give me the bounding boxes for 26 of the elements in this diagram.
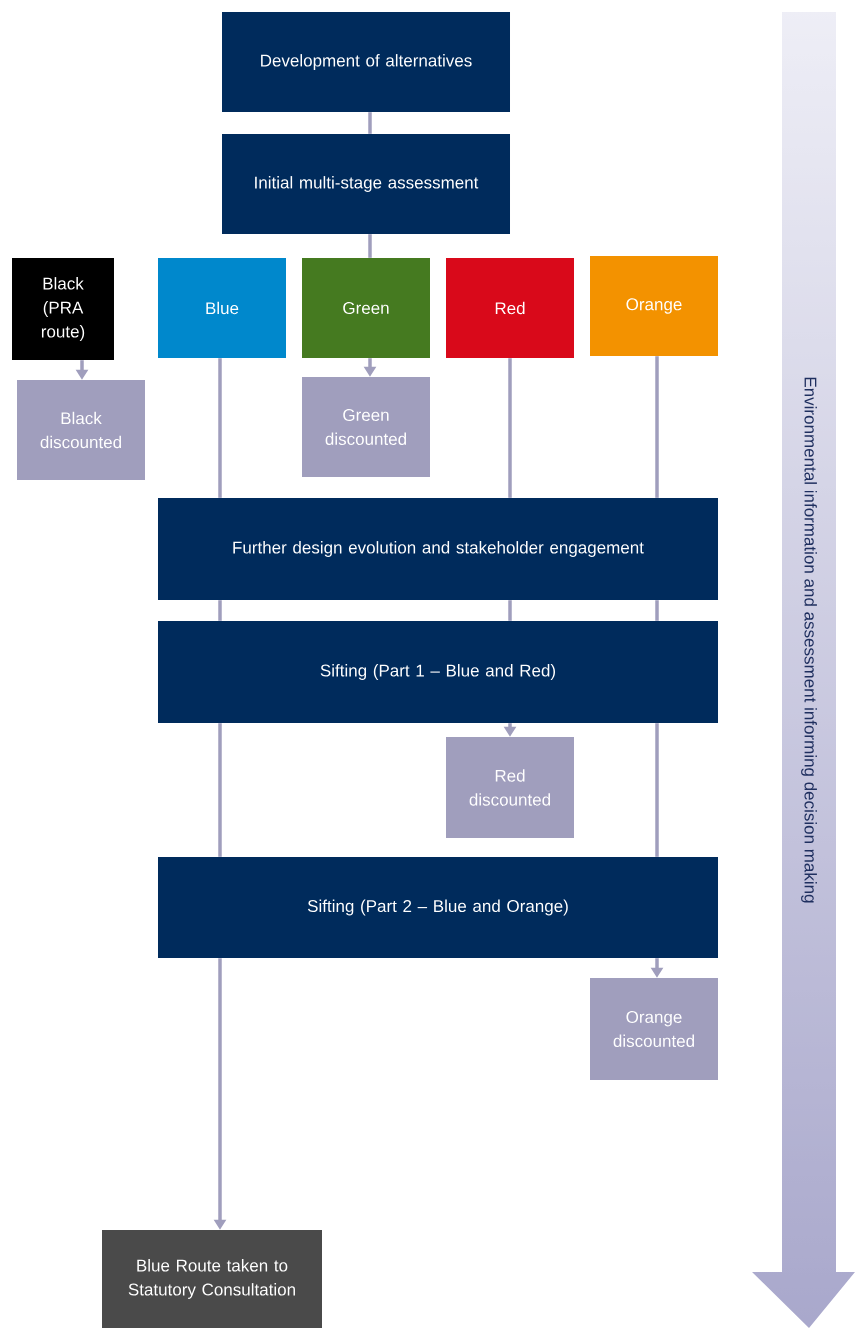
process-box: Sifting (Part 2 – Blue and Orange) xyxy=(158,857,718,958)
process-box: Development of alternatives xyxy=(222,12,510,112)
connector-line xyxy=(218,723,222,857)
connector-line xyxy=(368,234,372,258)
route-box: Green xyxy=(302,258,430,358)
route-box: Orange xyxy=(590,256,718,356)
route-box: Red xyxy=(446,258,574,358)
result-box: Blue Route taken to Statutory Consultation xyxy=(102,1230,322,1328)
connector-line xyxy=(508,600,512,621)
connector-line xyxy=(368,112,372,134)
connector-line xyxy=(655,723,659,857)
process-box: Initial multi-stage assessment xyxy=(222,134,510,234)
process-arrow: Environmental information and assessment informing decision making xyxy=(801,377,817,903)
process-box: Further design evolution and stakeholder engagement xyxy=(158,498,718,600)
process-box: Sifting (Part 1 – Blue and Red) xyxy=(158,621,718,723)
route-box: Black (PRA route) xyxy=(12,258,114,360)
connector-line xyxy=(655,600,659,621)
connector-line xyxy=(508,358,512,498)
discounted-box: Black discounted xyxy=(17,380,145,480)
connector-line xyxy=(218,600,222,621)
connector-line xyxy=(218,358,222,498)
discounted-box: Orange discounted xyxy=(590,978,718,1080)
discounted-box: Red discounted xyxy=(446,737,574,838)
route-box: Blue xyxy=(158,258,286,358)
connector-line xyxy=(655,356,659,498)
discounted-box: Green discounted xyxy=(302,377,430,477)
